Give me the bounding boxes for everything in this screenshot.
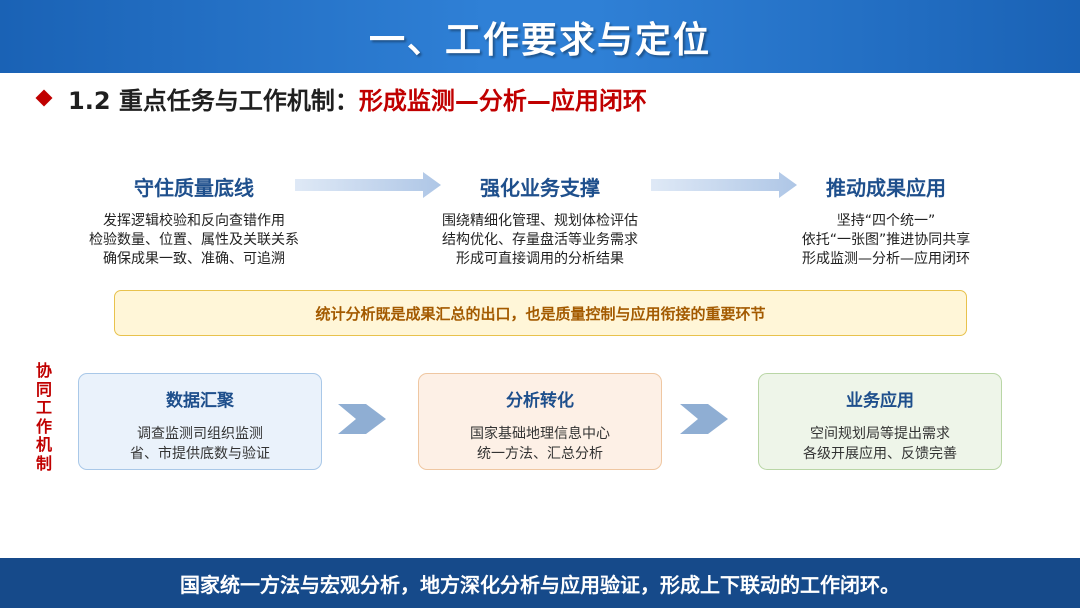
stage-desc-quality: 发挥逻辑校验和反向查错作用 检验数量、位置、属性及关联关系 确保成果一致、准确、… — [44, 212, 344, 269]
mechanism-box-line: 调查监测司组织监测 — [137, 426, 263, 442]
mechanism-box-line: 统一方法、汇总分析 — [477, 446, 603, 462]
side-label-mechanism: 协同工作机制 — [34, 361, 54, 473]
chevron-right-icon — [338, 404, 386, 434]
side-label-char: 机 — [35, 435, 52, 454]
stage-desc-line: 围绕精细化管理、规划体检评估 — [442, 213, 638, 229]
right-arrow-icon — [295, 172, 441, 198]
mechanism-box-line: 国家基础地理信息中心 — [470, 426, 610, 442]
subtitle-accent: 形成监测—分析—应用闭环 — [358, 86, 647, 115]
diamond-bullet-icon — [35, 89, 53, 107]
stage-desc-line: 发挥逻辑校验和反向查错作用 — [103, 213, 285, 229]
side-label-char: 作 — [35, 416, 52, 436]
stage-title-support: 强化业务支撑 — [480, 176, 600, 200]
page-title: 一、工作要求与定位 — [368, 19, 711, 61]
stage-desc-line: 确保成果一致、准确、可追溯 — [103, 251, 285, 267]
footer-text: 国家统一方法与宏观分析，地方深化分析与应用验证，形成上下联动的工作闭环。 — [180, 572, 900, 597]
stage-desc-line: 依托“一张图”推进协同共享 — [801, 232, 971, 248]
stage-desc-line: 检验数量、位置、属性及关联关系 — [89, 232, 299, 248]
stage-desc-line: 结构优化、存量盘活等业务需求 — [442, 232, 638, 248]
stage-title-quality: 守住质量底线 — [134, 176, 254, 200]
stage-desc-application: 坚持“四个统一” 依托“一张图”推进协同共享 形成监测—分析—应用闭环 — [736, 212, 1036, 269]
mechanism-box-title: 数据汇聚 — [166, 391, 234, 411]
mechanism-box-line: 各级开展应用、反馈完善 — [803, 446, 957, 462]
side-label-char: 同 — [35, 379, 52, 399]
mechanism-box-title: 分析转化 — [506, 391, 574, 411]
section-subtitle: 1.2 重点任务与工作机制： 形成监测—分析—应用闭环 — [32, 82, 647, 115]
page-header: 一、工作要求与定位 — [0, 0, 1080, 73]
chevron-right-icon — [680, 404, 728, 434]
stage-desc-support: 围绕精细化管理、规划体检评估 结构优化、存量盘活等业务需求 形成可直接调用的分析… — [390, 212, 690, 269]
mechanism-box-analysis: 分析转化 国家基础地理信息中心 统一方法、汇总分析 — [418, 373, 662, 470]
stage-title-application: 推动成果应用 — [826, 176, 946, 200]
side-label-char: 制 — [35, 453, 52, 473]
key-statement-banner: 统计分析既是成果汇总的出口，也是质量控制与应用衔接的重要环节 — [114, 290, 967, 336]
subtitle-prefix: 1.2 重点任务与工作机制： — [68, 86, 359, 115]
right-arrow-icon — [651, 172, 797, 198]
mechanism-box-line: 空间规划局等提出需求 — [810, 426, 950, 442]
side-label-char: 协 — [35, 361, 52, 380]
mechanism-box-line: 省、市提供底数与验证 — [130, 446, 270, 462]
footer-summary: 国家统一方法与宏观分析，地方深化分析与应用验证，形成上下联动的工作闭环。 — [0, 558, 1080, 608]
stage-desc-line: 坚持“四个统一” — [836, 213, 936, 229]
stage-desc-line: 形成监测—分析—应用闭环 — [802, 251, 970, 267]
mechanism-box-application: 业务应用 空间规划局等提出需求 各级开展应用、反馈完善 — [758, 373, 1002, 470]
mechanism-box-aggregation: 数据汇聚 调查监测司组织监测 省、市提供底数与验证 — [78, 373, 322, 470]
mechanism-box-title: 业务应用 — [846, 391, 914, 411]
side-label-char: 工 — [35, 398, 52, 417]
stage-desc-line: 形成可直接调用的分析结果 — [456, 251, 624, 267]
